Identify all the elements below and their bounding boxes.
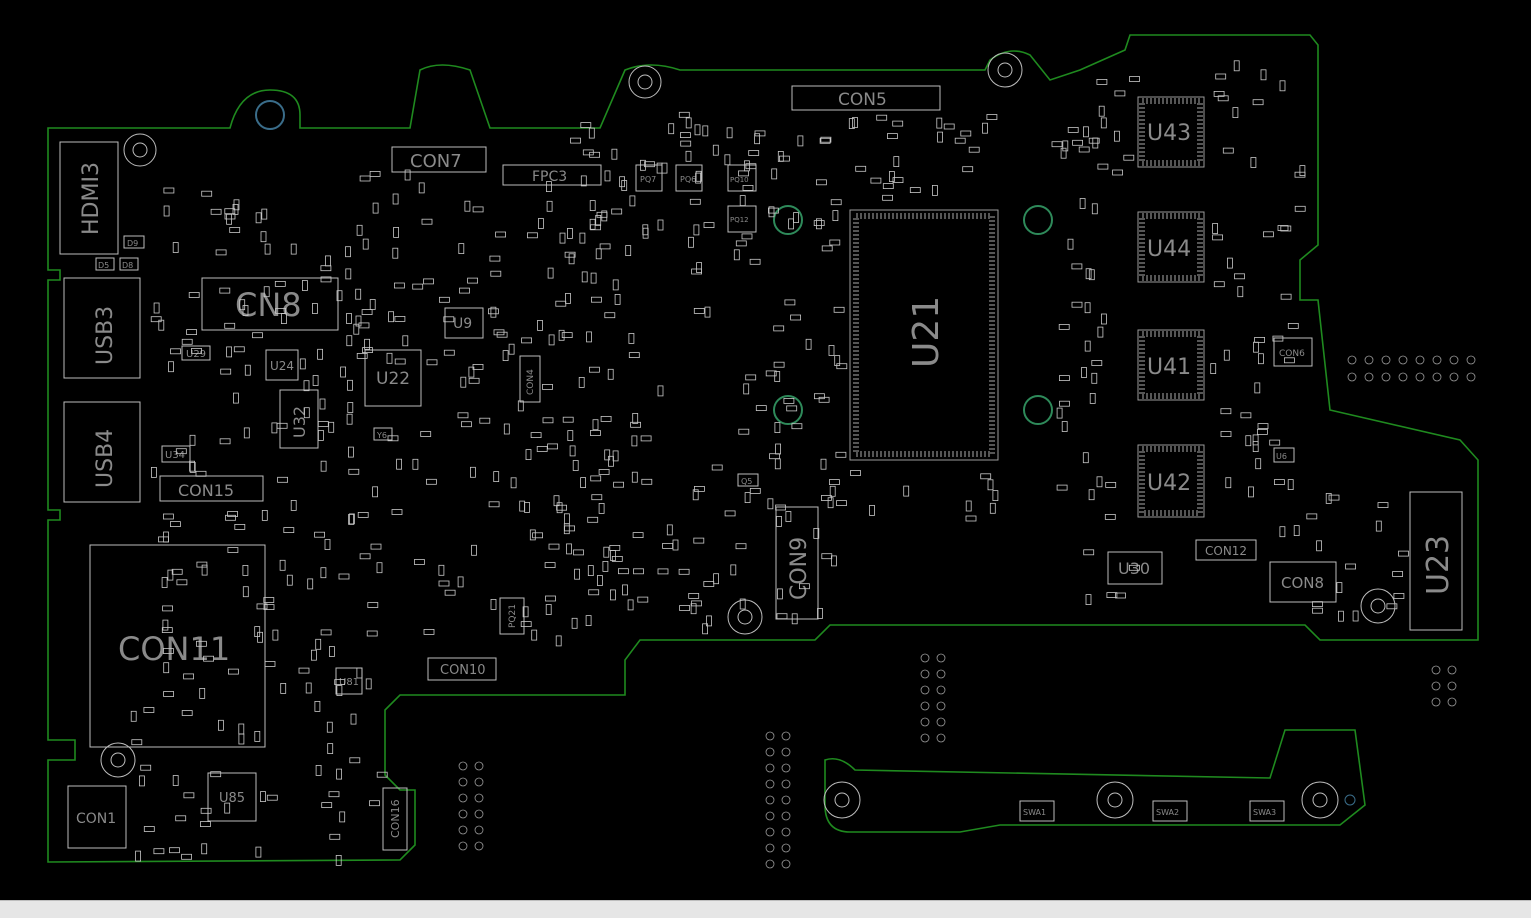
d9-diode[interactable]: D9 — [123, 235, 145, 249]
u34-chip[interactable]: U34 — [161, 445, 191, 463]
board-outline — [47, 34, 1479, 863]
svg-text:U44: U44 — [1147, 237, 1191, 262]
swa3-switch[interactable]: SWA3 — [1249, 800, 1285, 822]
u21-cpu[interactable]: U21 — [849, 209, 999, 461]
con16-connector[interactable]: CON16 — [382, 787, 408, 851]
svg-text:CN8: CN8 — [235, 286, 302, 324]
pq10-mosfet[interactable]: PQ10 — [727, 164, 757, 192]
con8-connector[interactable]: CON8 — [1269, 561, 1337, 603]
svg-text:U34: U34 — [165, 450, 185, 461]
svg-text:HDMI3: HDMI3 — [79, 162, 104, 235]
u41-memory[interactable]: U41 — [1137, 329, 1205, 401]
svg-text:CON16: CON16 — [389, 799, 402, 838]
svg-text:U6: U6 — [1276, 452, 1287, 461]
cn8-connector[interactable]: CN8 — [201, 277, 339, 331]
u32-chip[interactable]: U32 — [279, 389, 319, 449]
svg-text:U22: U22 — [376, 369, 410, 389]
con9-connector[interactable]: CON9 — [775, 506, 819, 620]
q5-transistor[interactable]: Q5 — [737, 473, 759, 487]
svg-text:PQ21: PQ21 — [508, 604, 518, 628]
daughter-board-outline — [824, 729, 1366, 833]
svg-text:U9: U9 — [453, 316, 472, 332]
passive-components — [130, 60, 1409, 866]
svg-text:SWA2: SWA2 — [1156, 808, 1179, 817]
pq6-mosfet[interactable]: PQ6 — [675, 164, 703, 192]
hdmi3-connector[interactable]: HDMI3 — [59, 141, 119, 255]
svg-text:CON1: CON1 — [76, 811, 116, 827]
svg-text:CON11: CON11 — [118, 630, 230, 668]
y6-crystal[interactable]: Y6 — [373, 427, 393, 441]
d5-diode[interactable]: D5 — [95, 257, 115, 271]
svg-text:PQ10: PQ10 — [730, 176, 749, 184]
mounting-holes — [100, 52, 1396, 819]
svg-text:U24: U24 — [270, 359, 294, 373]
swa2-switch[interactable]: SWA2 — [1152, 800, 1188, 822]
svg-text:FPC3: FPC3 — [532, 169, 567, 185]
svg-text:Y6: Y6 — [376, 431, 387, 440]
svg-text:CON7: CON7 — [410, 151, 462, 172]
svg-text:USB4: USB4 — [93, 429, 118, 488]
svg-text:CON12: CON12 — [1205, 544, 1247, 558]
svg-text:D8: D8 — [122, 261, 133, 270]
u30-chip[interactable]: U30 — [1107, 551, 1163, 585]
svg-text:PQ7: PQ7 — [640, 175, 656, 184]
u43-memory[interactable]: U43 — [1137, 96, 1205, 168]
svg-text:U23: U23 — [1421, 535, 1456, 595]
status-bar — [0, 900, 1531, 918]
usb3-connector[interactable]: USB3 — [63, 277, 141, 379]
con1-connector[interactable]: CON1 — [67, 785, 127, 849]
u42-memory[interactable]: U42 — [1137, 444, 1205, 518]
con15-connector[interactable]: CON15 — [159, 475, 264, 502]
svg-text:D9: D9 — [127, 239, 138, 248]
svg-text:Q5: Q5 — [741, 477, 752, 486]
pq7-mosfet[interactable]: PQ7 — [635, 164, 663, 192]
svg-text:CON5: CON5 — [838, 90, 887, 110]
fpc3-connector[interactable]: FPC3 — [502, 164, 602, 186]
u29-chip[interactable]: U29 — [181, 345, 211, 361]
svg-text:CON6: CON6 — [1279, 349, 1305, 359]
con10-connector[interactable]: CON10 — [427, 657, 497, 681]
svg-text:U29: U29 — [186, 349, 206, 360]
svg-text:PQ6: PQ6 — [680, 175, 696, 184]
svg-text:USB3: USB3 — [93, 306, 118, 365]
svg-text:U41: U41 — [1147, 355, 1191, 380]
svg-text:CON4: CON4 — [526, 369, 536, 395]
u23-chip[interactable]: U23 — [1409, 491, 1463, 631]
u85-chip[interactable]: U85 — [207, 772, 257, 822]
swa1-switch[interactable]: SWA1 — [1019, 800, 1055, 822]
svg-text:U21: U21 — [906, 296, 947, 368]
con4-connector[interactable]: CON4 — [519, 355, 541, 403]
u6-chip[interactable]: U6 — [1273, 447, 1295, 463]
con7-connector[interactable]: CON7 — [391, 146, 487, 173]
svg-text:D5: D5 — [98, 261, 109, 270]
svg-text:PQ12: PQ12 — [730, 216, 749, 224]
svg-text:U81: U81 — [339, 677, 359, 688]
svg-text:CON9: CON9 — [787, 537, 812, 600]
u24-chip[interactable]: U24 — [265, 349, 299, 381]
via-grid — [458, 355, 1476, 869]
pq21-mosfet[interactable]: PQ21 — [499, 597, 525, 635]
svg-text:CON10: CON10 — [440, 663, 486, 678]
con11-connector[interactable]: CON11 — [89, 544, 266, 748]
svg-text:U32: U32 — [290, 406, 309, 438]
svg-text:SWA1: SWA1 — [1023, 808, 1046, 817]
u81-chip[interactable]: U81 — [335, 667, 363, 695]
u9-chip[interactable]: U9 — [444, 307, 484, 339]
svg-text:U85: U85 — [219, 791, 245, 806]
svg-text:SWA3: SWA3 — [1253, 808, 1276, 817]
con6-connector[interactable]: CON6 — [1273, 337, 1313, 367]
svg-text:U30: U30 — [1118, 559, 1150, 578]
svg-text:U43: U43 — [1147, 121, 1191, 146]
pq12-mosfet[interactable]: PQ12 — [727, 205, 757, 233]
u44-memory[interactable]: U44 — [1137, 211, 1205, 283]
usb4-connector[interactable]: USB4 — [63, 401, 141, 503]
d8-diode[interactable]: D8 — [119, 257, 139, 271]
svg-text:CON8: CON8 — [1281, 574, 1324, 592]
u22-chip[interactable]: U22 — [364, 349, 422, 407]
con12-connector[interactable]: CON12 — [1195, 539, 1257, 561]
svg-text:CON15: CON15 — [178, 481, 234, 500]
con5-connector[interactable]: CON5 — [791, 85, 941, 111]
svg-text:U42: U42 — [1147, 471, 1191, 496]
